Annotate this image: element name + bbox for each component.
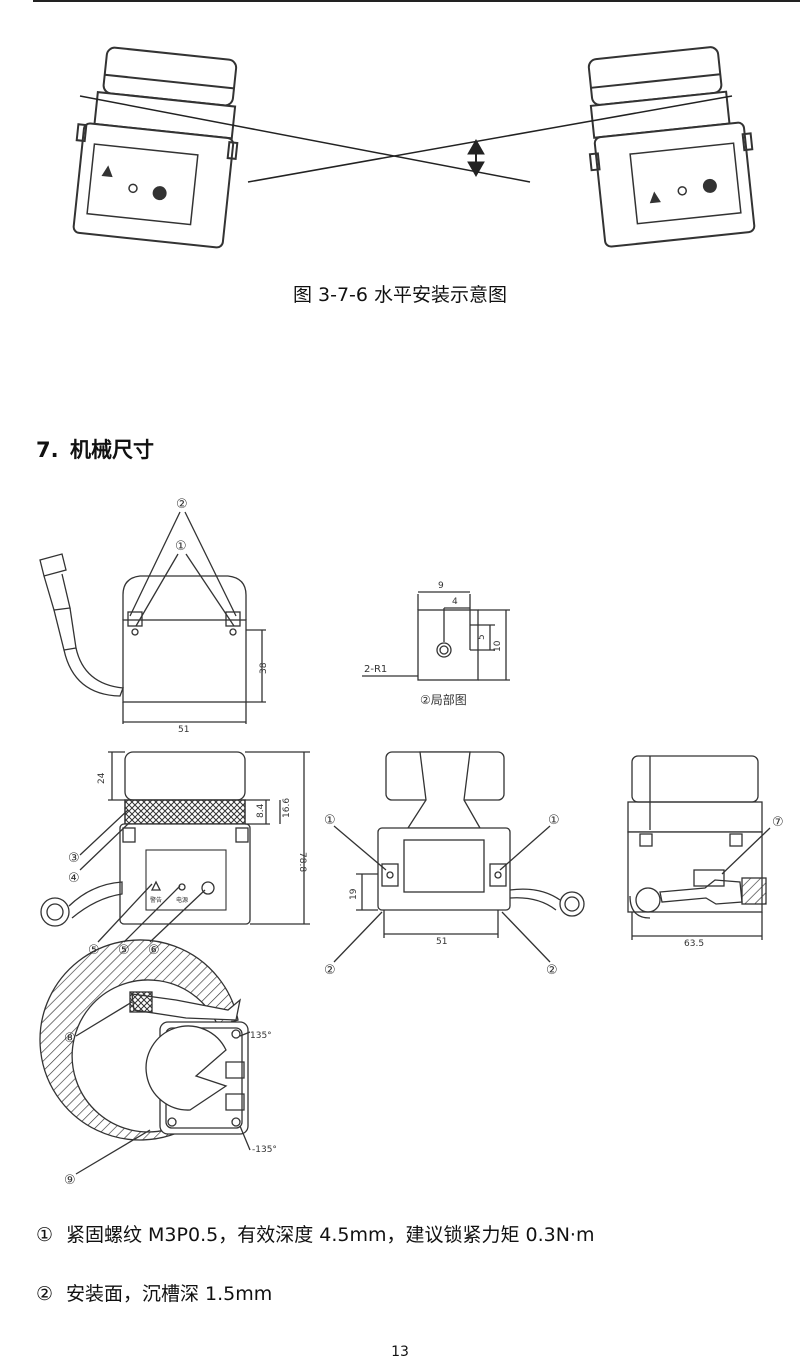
note-2: ② 安装面，沉槽深 1.5mm — [36, 1279, 272, 1306]
label-warning: 警告 — [150, 896, 162, 904]
dim-5: 5 — [477, 634, 487, 640]
section-heading: 7. 机械尺寸 — [36, 434, 154, 464]
line-right-to-left — [247, 95, 733, 183]
note-1: ① 紧固螺纹 M3P0.5，有效深度 4.5mm，建议锁紧力矩 0.3N·m — [36, 1220, 595, 1247]
note-2-marker: ② — [36, 1283, 54, 1305]
callout-8: ⑧ — [64, 1031, 76, 1046]
dim-9: 9 — [438, 581, 444, 591]
detail-view-drawing — [362, 591, 510, 681]
figure-caption: 图 3-7-6 水平安装示意图 — [292, 284, 508, 306]
dim-10: 10 — [493, 640, 503, 652]
note-1-text: 紧固螺纹 M3P0.5，有效深度 4.5mm，建议锁紧力矩 0.3N·m — [66, 1224, 595, 1246]
dim-24: 24 — [97, 772, 107, 784]
dim-38: 38 — [259, 662, 269, 674]
section-title: 机械尺寸 — [70, 438, 154, 462]
label-power: 电源 — [176, 896, 188, 904]
front-view-drawing — [40, 751, 310, 943]
dim-19: 19 — [349, 888, 359, 900]
dim-2-r1: 2-R1 — [364, 664, 387, 675]
callout-1-top: ① — [175, 539, 187, 554]
dim-78-8: 78.8 — [297, 852, 307, 872]
callout-2-top: ② — [176, 497, 188, 512]
dim-8-4: 8.4 — [256, 803, 266, 818]
callout-1-back-right: ① — [548, 813, 560, 828]
dim-16-6: 16.6 — [282, 798, 292, 818]
line-left-to-right — [79, 95, 531, 183]
callout-3: ③ — [68, 851, 80, 866]
left-sensor-drawing — [72, 46, 239, 249]
dim-51-back: 51 — [436, 937, 447, 947]
header-rule — [33, 0, 800, 2]
callout-1-back-left: ① — [324, 813, 336, 828]
note-1-marker: ① — [36, 1224, 54, 1246]
callout-2-back-left: ② — [324, 963, 336, 978]
angle-135: 135° — [250, 1031, 272, 1041]
top-view-drawing — [39, 511, 266, 724]
angle-minus-135: -135° — [252, 1145, 277, 1155]
callout-4: ④ — [68, 871, 80, 886]
mechanical-dimensions-figure: ② ① 38 51 9 4 5 10 2-R1 ②局部图 — [39, 497, 784, 1188]
bend-radius-drawing — [39, 939, 251, 1175]
detail-label: ②局部图 — [420, 692, 467, 707]
section-number: 7. — [36, 438, 59, 462]
note-2-text: 安装面，沉槽深 1.5mm — [66, 1283, 273, 1305]
dim-4: 4 — [452, 597, 458, 607]
page-number: 13 — [391, 1344, 409, 1360]
double-arrow-icon — [467, 138, 485, 178]
horizontal-mounting-figure — [72, 46, 756, 249]
callout-7: ⑦ — [772, 815, 784, 830]
dim-51-top: 51 — [178, 725, 189, 735]
back-view-drawing — [333, 751, 585, 963]
callout-2-back-right: ② — [546, 963, 558, 978]
callout-5a: ⑤ — [88, 943, 100, 958]
dim-63-5: 63.5 — [684, 939, 704, 949]
callout-9: ⑨ — [64, 1173, 76, 1188]
right-sensor-drawing — [587, 46, 756, 248]
side-view-drawing — [627, 755, 771, 940]
